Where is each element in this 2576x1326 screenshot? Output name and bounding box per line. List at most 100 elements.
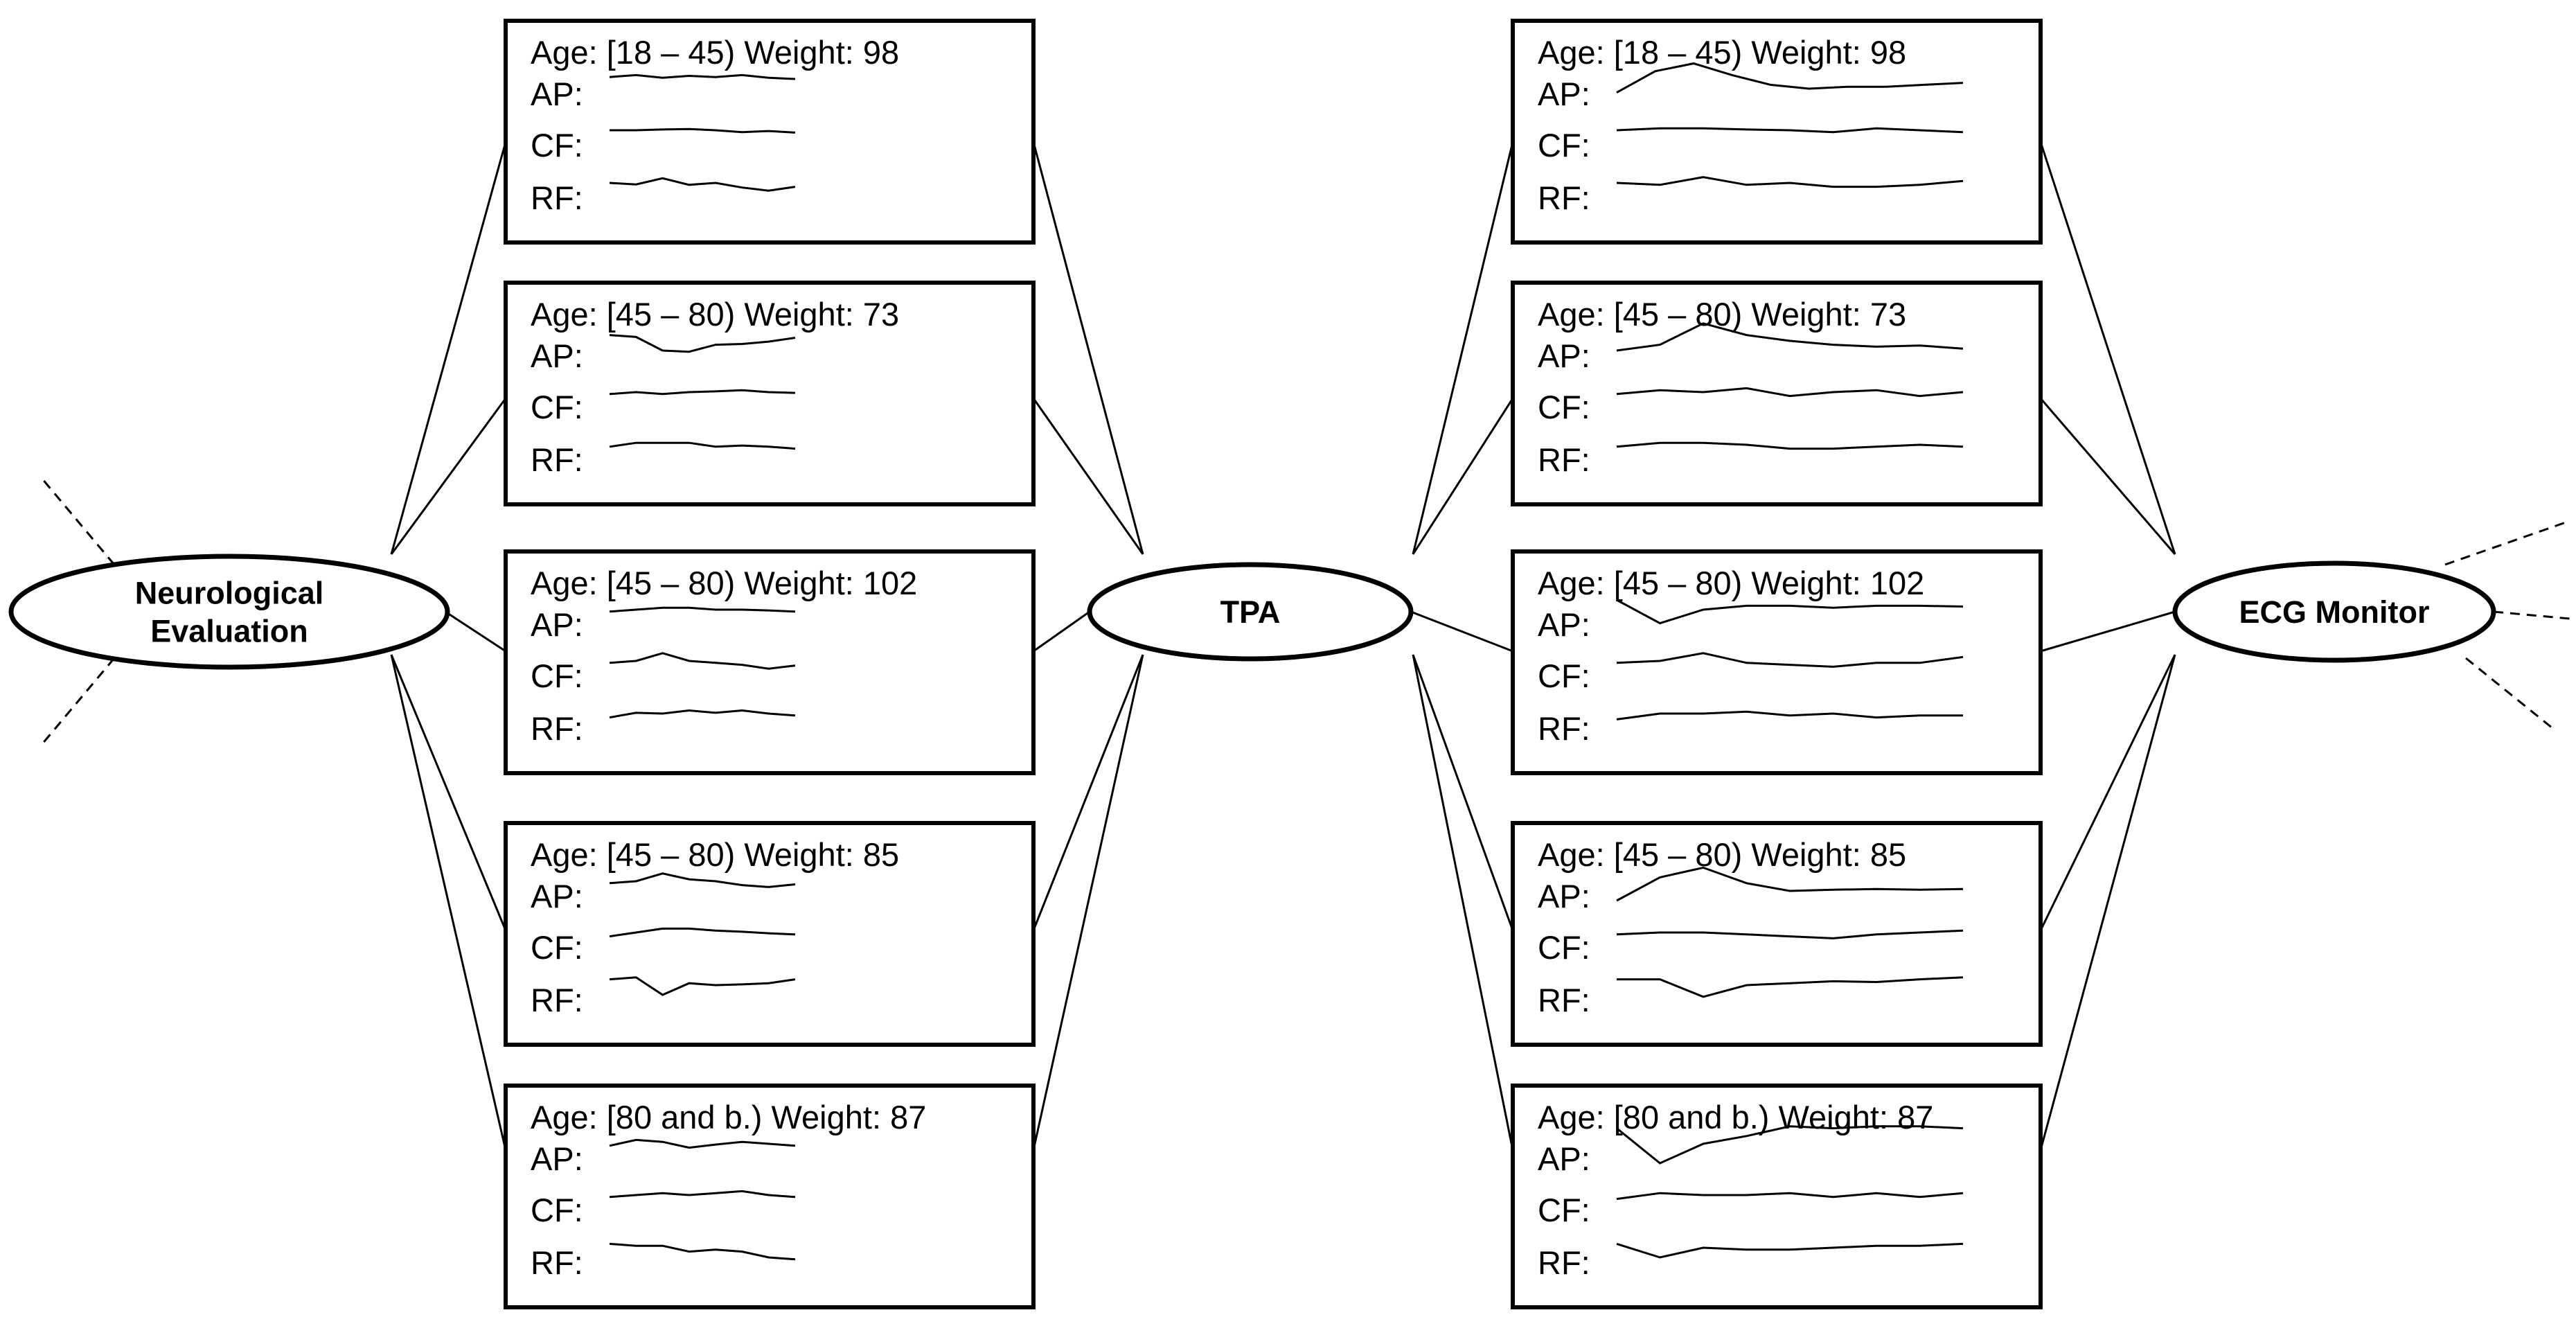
row-label-rf: RF: bbox=[1538, 710, 1590, 747]
row-label-cf: CF: bbox=[1538, 127, 1590, 163]
sparkline-ap bbox=[609, 334, 796, 353]
sparkline-rf bbox=[609, 976, 796, 996]
row-label-cf: CF: bbox=[531, 127, 583, 163]
edge-col1-box-1-right bbox=[1032, 141, 1144, 555]
box-header: Age: [45 – 80) Weight: 73 bbox=[1538, 296, 1906, 333]
box-header: Age: [45 – 80) Weight: 85 bbox=[531, 836, 899, 873]
row-label-ap: AP: bbox=[531, 606, 583, 643]
row-label-cf: CF: bbox=[1538, 929, 1590, 966]
row-label-rf: RF: bbox=[531, 179, 583, 216]
edge-col2-box-3-left bbox=[1410, 610, 1513, 653]
row-label-cf: CF: bbox=[531, 657, 583, 694]
dashed-stub-3 bbox=[40, 657, 116, 745]
sparkline-rf bbox=[1616, 1242, 1964, 1259]
patient-box-col1-2: Age: [45 – 80) Weight: 73 AP: CF: RF: bbox=[504, 281, 1036, 506]
sparkline-ap bbox=[609, 872, 796, 888]
row-label-ap: AP: bbox=[531, 337, 583, 374]
sparkline-rf bbox=[1616, 176, 1964, 188]
row-label-ap: AP: bbox=[1538, 337, 1590, 374]
sparkline-rf bbox=[609, 441, 796, 450]
sparkline-cf bbox=[1616, 929, 1964, 939]
node-ellipse bbox=[2172, 560, 2496, 663]
edge-col1-box-3-left bbox=[445, 610, 506, 653]
box-frame bbox=[1511, 1084, 2043, 1309]
row-label-ap: AP: bbox=[531, 1140, 583, 1177]
connector-edges bbox=[12, 141, 2570, 1151]
sparkline-cf bbox=[1616, 652, 1964, 668]
edge-col1-box-5-left bbox=[390, 654, 507, 1151]
sparkline-cf bbox=[609, 1190, 796, 1199]
edge-col2-box-1-right bbox=[2039, 141, 2176, 555]
row-label-rf: RF: bbox=[1538, 982, 1590, 1018]
node-label: Evaluation bbox=[150, 614, 308, 649]
edge-col1-box-4-right bbox=[1032, 654, 1144, 931]
edge-col2-box-4-left bbox=[1412, 654, 1514, 931]
box-header: Age: [45 – 80) Weight: 102 bbox=[1538, 565, 1924, 601]
sparkline-ap bbox=[1616, 322, 1964, 352]
node-label: TPA bbox=[1220, 594, 1281, 630]
sparkline-cf bbox=[609, 652, 796, 670]
edge-col2-box-5-left bbox=[1412, 654, 1514, 1151]
box-header: Age: [45 – 80) Weight: 102 bbox=[531, 565, 917, 601]
row-label-rf: RF: bbox=[531, 710, 583, 747]
dashed-stub-4 bbox=[2444, 520, 2570, 566]
edge-col1-box-5-right bbox=[1032, 654, 1144, 1151]
node-label: ECG Monitor bbox=[2239, 594, 2430, 630]
sparkline-rf bbox=[609, 1242, 796, 1261]
sparkline-ap bbox=[609, 1138, 796, 1149]
edge-col2-box-2-right bbox=[2039, 398, 2176, 555]
row-label-cf: CF: bbox=[1538, 1192, 1590, 1228]
sparkline-rf bbox=[609, 177, 796, 192]
box-frame bbox=[504, 281, 1036, 506]
sparkline-rf bbox=[1616, 441, 1964, 450]
box-frame bbox=[504, 549, 1036, 775]
row-label-rf: RF: bbox=[531, 441, 583, 478]
patient-box-col2-2: Age: [45 – 80) Weight: 73 AP: CF: RF: bbox=[1511, 281, 2043, 506]
box-header: Age: [80 and b.) Weight: 87 bbox=[531, 1099, 926, 1135]
edge-col1-box-3-right bbox=[1033, 610, 1090, 653]
dashed-stub-1 bbox=[40, 477, 116, 565]
sparkline-cf bbox=[609, 389, 796, 396]
row-label-cf: CF: bbox=[531, 1192, 583, 1228]
sparkline-ap bbox=[609, 73, 796, 80]
sparkline-ap bbox=[1616, 866, 1964, 902]
sparkline-rf bbox=[1616, 710, 1963, 721]
box-frame bbox=[1511, 549, 2043, 775]
sparkline-cf bbox=[1616, 387, 1964, 398]
edge-col2-box-2-left bbox=[1412, 398, 1514, 555]
dashed-stub-5 bbox=[2493, 610, 2570, 620]
sparkline-rf bbox=[609, 709, 796, 719]
sparkline-cf bbox=[1616, 127, 1964, 134]
patient-box-col1-5: Age: [80 and b.) Weight: 87 AP: CF: RF: bbox=[504, 1084, 1036, 1309]
edge-col2-box-3-right bbox=[2040, 610, 2176, 653]
sparkline-ap bbox=[1616, 599, 1964, 625]
node-ellipse bbox=[8, 554, 450, 670]
edge-col1-box-2-right bbox=[1032, 398, 1144, 555]
box-header: Age: [18 – 45) Weight: 98 bbox=[1538, 34, 1906, 71]
box-frame bbox=[504, 1084, 1036, 1309]
row-label-cf: CF: bbox=[1538, 389, 1590, 425]
row-label-ap: AP: bbox=[531, 878, 583, 914]
sparkline-cf bbox=[609, 927, 796, 938]
node-label: Neurological bbox=[135, 576, 324, 611]
edge-col2-box-1-left bbox=[1412, 141, 1514, 555]
box-frame bbox=[1511, 821, 2043, 1047]
sparkline-cf bbox=[1616, 1192, 1964, 1201]
row-label-cf: CF: bbox=[531, 389, 583, 425]
sparkline-ap bbox=[1616, 62, 1964, 94]
edge-col2-box-5-right bbox=[2039, 654, 2176, 1151]
row-label-rf: RF: bbox=[531, 1244, 583, 1281]
row-label-rf: RF: bbox=[1538, 441, 1590, 478]
dashed-stub-6 bbox=[2465, 657, 2557, 732]
edge-col1-box-2-left bbox=[390, 398, 507, 555]
node-tpa: TPA bbox=[1087, 562, 1414, 662]
box-header: Age: [45 – 80) Weight: 85 bbox=[1538, 836, 1906, 873]
box-header: Age: [45 – 80) Weight: 73 bbox=[531, 296, 899, 333]
row-label-cf: CF: bbox=[1538, 657, 1590, 694]
sparkline-rf bbox=[1617, 976, 1964, 998]
